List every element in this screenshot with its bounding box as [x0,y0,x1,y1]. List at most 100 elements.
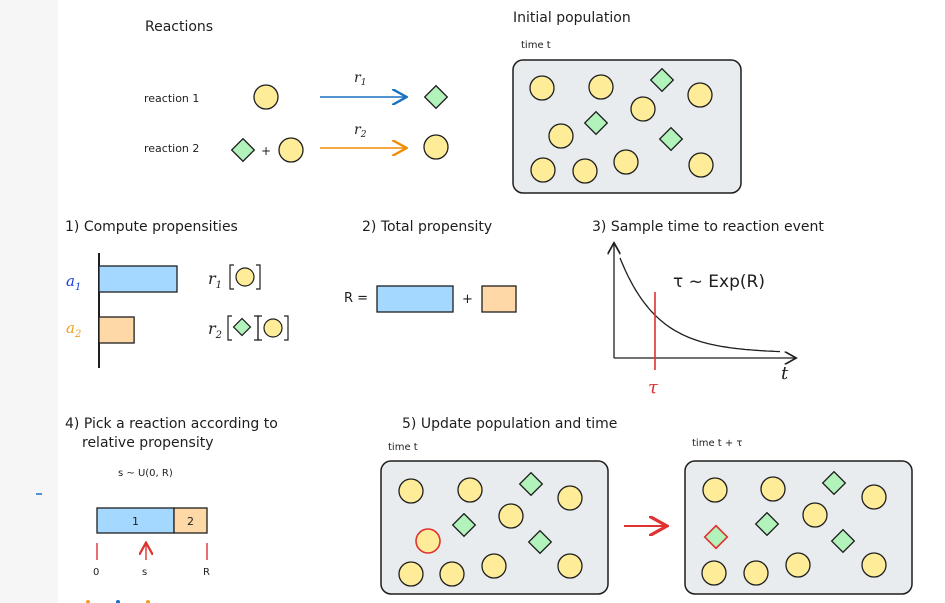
tau-annotation: τ ~ Exp(R) [673,272,765,292]
total-R-label: R = [344,291,368,306]
reaction-2-product-circle [423,134,449,160]
reactions-title: Reactions [145,19,213,35]
a2-bar [98,316,135,344]
formula-2-brackets-b [257,315,289,341]
after-time-label: time t + τ [692,438,742,449]
uniform-distribution-label: s ~ U(0, R) [118,468,173,479]
formula-1-rate: r1 [208,269,222,291]
reaction-2-reactant-circle [278,137,304,163]
molecule-circle [557,485,583,511]
reaction-1-label: reaction 1 [144,92,199,105]
before-particles [398,471,583,587]
molecule-diamond [649,67,675,93]
molecule-circle [687,82,713,108]
tick-zero-label: 0 [93,567,99,578]
molecule-circle [398,478,424,504]
step4-pick-reaction: 4) Pick a reaction according to relative… [65,416,278,578]
molecule-circle [802,502,828,528]
after-particles [701,470,887,586]
reaction-1-reactant-circle [253,84,279,110]
formula-2-diamond [232,317,252,337]
molecule-circle [398,561,424,587]
cropped-bottom-marks [36,493,150,603]
after-population-box [684,460,913,595]
molecule-circle [548,123,574,149]
molecule-circle [785,552,811,578]
total-a1-bar [376,285,454,313]
molecule-circle [530,157,556,183]
step5-title: 5) Update population and time [402,416,617,432]
exp-density-curve [619,257,781,353]
molecule-diamond [830,528,856,554]
molecule-circle [529,75,555,101]
molecule-circle [439,561,465,587]
segment-2 [173,507,208,534]
tau-marker-label: τ [648,377,659,398]
molecule-diamond [583,110,609,136]
molecule-circle [702,477,728,503]
reaction-2-reactant-diamond [230,137,256,163]
cropped-dot [146,600,150,603]
molecule-diamond [527,529,553,555]
total-a2-bar [481,285,517,313]
left-margin-strip [0,0,58,603]
tick-R-label: R [203,567,210,578]
molecule-diamond [658,126,684,152]
molecule-circle [861,484,887,510]
time-axis-label: t [781,363,789,384]
formula-2-circle [263,318,283,338]
step2-total-propensity: 2) Total propensity R = + [344,219,517,313]
initial-population-title: Initial population [513,10,631,26]
initial-population-panel: Initial population time t [512,10,742,194]
rate-1-label: r1 [354,70,366,88]
reaction-2-label: reaction 2 [144,142,199,155]
formula-1-brackets [229,264,261,290]
initial-population-box [512,59,742,194]
reacting-molecule-circle [415,528,441,554]
rate-2-label: r2 [354,122,367,140]
initial-time-label: time t [521,40,551,51]
before-time-label: time t [388,442,418,453]
step5-update-population: 5) Update population and time time t tim… [380,416,913,595]
step1-title: 1) Compute propensities [65,219,238,235]
molecule-diamond [518,471,544,497]
molecule-circle [760,476,786,502]
segment-1 [96,507,175,534]
segment-1-label: 1 [132,515,139,528]
molecule-circle [701,560,727,586]
before-population-box [380,460,609,595]
molecule-circle [588,74,614,100]
formula-2-rate: r2 [208,319,222,341]
initial-particles [529,67,714,184]
molecule-diamond [821,470,847,496]
step3-sample-time: 3) Sample time to reaction event τ ~ Exp… [592,219,824,398]
new-product-diamond [703,524,729,550]
step1-compute-propensities: 1) Compute propensities a1 a2 r1 r2 [65,219,289,368]
a1-bar [98,265,178,293]
molecule-circle [861,552,887,578]
reaction-1-product-diamond [423,84,449,110]
molecule-circle [498,503,524,529]
a2-label: a2 [66,319,81,340]
molecule-circle [613,149,639,175]
segment-2-label: 2 [187,515,194,528]
molecule-diamond [754,511,780,537]
reaction-2-plus: + [261,144,271,158]
formula-1-circle [235,267,255,287]
step3-title: 3) Sample time to reaction event [592,219,824,235]
molecule-circle [572,158,598,184]
molecule-diamond [451,512,477,538]
reactions-panel: Reactions reaction 1 r1 reaction 2 + r2 [144,19,449,163]
molecule-circle [743,560,769,586]
step4-title-line1: 4) Pick a reaction according to [65,416,278,432]
molecule-circle [630,96,656,122]
molecule-circle [688,152,714,178]
total-plus: + [462,292,473,307]
step4-title-line2: relative propensity [82,435,214,451]
cropped-dot [86,600,90,603]
a1-label: a1 [66,272,81,293]
molecule-circle [557,553,583,579]
molecule-circle [481,553,507,579]
tick-s-label: s [142,567,147,578]
